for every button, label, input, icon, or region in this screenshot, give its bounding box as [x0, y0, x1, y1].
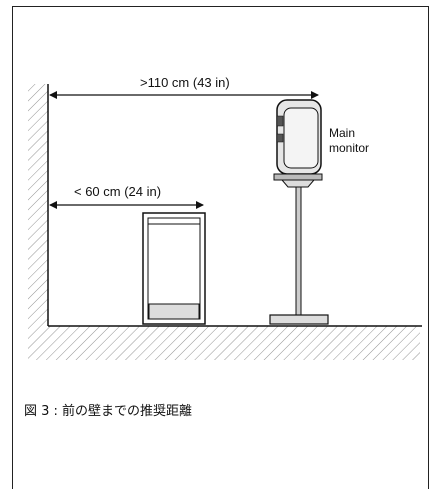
wall-hatching — [28, 84, 48, 326]
figure-frame — [12, 6, 429, 489]
near-distance-label: < 60 cm (24 in) — [74, 184, 161, 199]
main-monitor — [269, 99, 329, 325]
floor-hatching — [28, 326, 420, 360]
cabinet — [142, 212, 206, 325]
far-distance-label: >110 cm (43 in) — [140, 75, 230, 90]
monitor-label-line1: Main — [329, 126, 355, 140]
figure-caption: 図 3 : 前の壁までの推奨距離 — [24, 404, 193, 419]
monitor-label-line2: monitor — [329, 141, 369, 155]
